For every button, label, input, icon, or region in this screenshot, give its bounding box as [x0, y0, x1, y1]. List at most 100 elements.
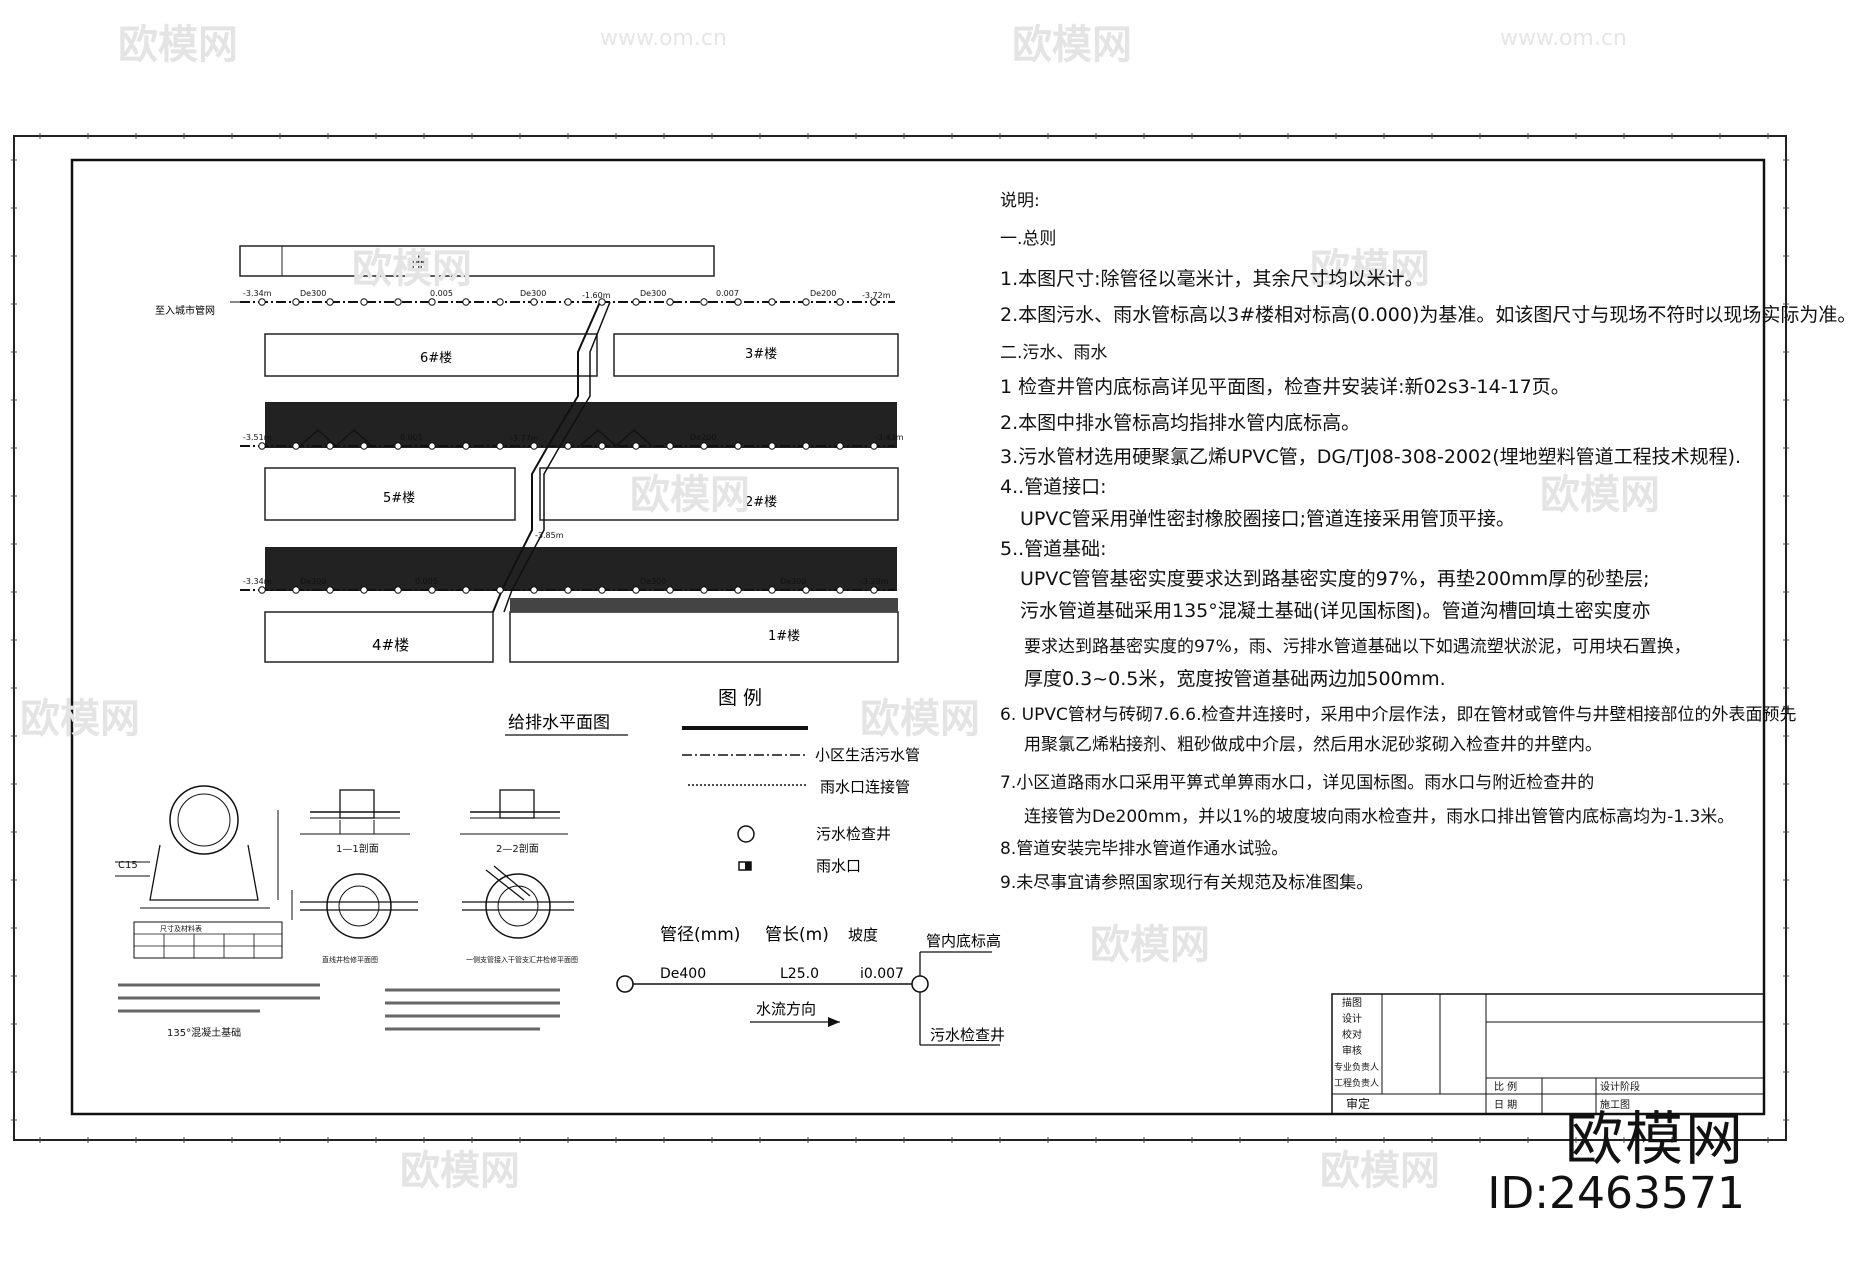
manhole-icon: [666, 586, 674, 594]
pipe-label: De300: [780, 577, 806, 586]
caption-135: 135°混凝土基础: [167, 1026, 241, 1039]
manholes: [258, 298, 878, 594]
manhole-icon: [292, 298, 300, 306]
manhole-icon: [836, 442, 844, 450]
manhole-icon: [530, 586, 538, 594]
manhole-icon: [666, 442, 674, 450]
pipe-label: 0.007: [716, 289, 739, 298]
manhole-icon: [258, 298, 266, 306]
legend: 图 例 小区生活污水管 雨水口连接管 污水检查井 雨水口: [682, 687, 920, 875]
tb-row-label: 工程负责人: [1334, 1077, 1379, 1089]
tb-approve: 审定: [1346, 1096, 1370, 1111]
pipe-example-value: i0.007: [860, 966, 904, 982]
section-2-label: 2—2剖面: [496, 842, 539, 855]
manhole-icon: [564, 442, 572, 450]
note-line: 连接管为De200mm，并以1%的坡度坡向雨水检查井，雨水口排出管管内底标高均为…: [1024, 807, 1735, 827]
manhole-icon: [700, 298, 708, 306]
manhole-icon: [326, 298, 334, 306]
manhole-icon: [258, 442, 266, 450]
building-4: 4#楼: [372, 636, 409, 654]
elev-label: -3.43m: [875, 433, 904, 442]
elev-label: -3.77m: [510, 434, 539, 443]
tb-stage: 设计阶段: [1600, 1080, 1640, 1093]
elev-label: -1.60m: [582, 291, 611, 300]
section-1-label: 1—1剖面: [336, 842, 379, 855]
note-line: 1 检查井管内底标高详见平面图，检查井安装详:新02s3-14-17页。: [1000, 376, 1570, 398]
manhole-icon: [870, 442, 878, 450]
note-line: UPVC管管基密实度要求达到路基密实度的97%，再垫200mm厚的砂垫层;: [1020, 568, 1650, 590]
pipe-label: De200: [690, 433, 716, 442]
pipe-label: De300: [640, 289, 666, 298]
watermark-brand: 欧模网: [1540, 472, 1660, 518]
tb-stage-value: 施工图: [1600, 1098, 1630, 1111]
manhole-icon: [360, 442, 368, 450]
details: [115, 785, 574, 1031]
drainage-plan: 排 6#楼 3#楼 5#楼 2#楼 4#楼 1#楼: [155, 245, 904, 736]
note-line: 用聚氯乙烯粘接剂、粗砂做成中介层，然后用水泥砂浆砌入检查井的井壁内。: [1024, 735, 1602, 755]
building-1: 1#楼: [768, 629, 800, 644]
building-3: 3#楼: [745, 347, 777, 362]
manhole-icon: [530, 442, 538, 450]
drawing-sheet: 排 6#楼 3#楼 5#楼 2#楼 4#楼 1#楼: [11, 133, 1789, 1143]
watermark-brand: 欧模网: [860, 696, 980, 742]
manhole-icon: [496, 586, 504, 594]
note-line: 2.本图中排水管标高均指排水管内底标高。: [1000, 412, 1361, 434]
manhole-icon: [598, 298, 606, 306]
tb-row-label: 审核: [1342, 1044, 1362, 1057]
manhole-icon: [564, 586, 572, 594]
note-line: 要求达到路基密实度的97%，雨、污排水管道基础以下如遇流塑状淤泥，可用块石置换，: [1024, 637, 1691, 657]
manhole-icon: [802, 442, 810, 450]
legend-item-label: 雨水口连接管: [820, 778, 910, 796]
building-6: 6#楼: [420, 351, 452, 366]
manhole-icon: [462, 442, 470, 450]
tb-row-label: 专业负责人: [1334, 1061, 1379, 1073]
manhole-icon: [700, 442, 708, 450]
manhole-icon: [666, 298, 674, 306]
tb-scale: 比 例: [1494, 1080, 1517, 1093]
note-line: UPVC管采用弹性密封橡胶圈接口;管道连接采用管顶平接。: [1020, 508, 1516, 530]
elev-label: -3.72m: [862, 291, 891, 300]
manhole-icon: [768, 586, 776, 594]
pipe-label: De200: [810, 289, 836, 298]
manhole-icon: [632, 298, 640, 306]
pipe-example-value: L25.0: [780, 966, 819, 982]
invert-label: 管内底标高: [926, 932, 1001, 950]
note-line: 3.污水管材选用硬聚氯乙烯UPVC管，DG/TJ08-308-2002(埋地塑料…: [1000, 446, 1742, 468]
note-line: 4..管道接口:: [1000, 476, 1107, 498]
manhole-icon: [326, 586, 334, 594]
elev-label: -3.34m: [243, 577, 272, 586]
manhole-icon: [870, 298, 878, 306]
city-pipe-label: 至入城市管网: [155, 304, 215, 317]
plan-title: 给排水平面图: [508, 713, 610, 733]
flow-direction-label: 水流方向: [756, 1000, 816, 1018]
manhole-icon: [360, 298, 368, 306]
pipe-example-header: 管长(m): [765, 925, 829, 945]
manhole-label: 污水检查井: [930, 1026, 1005, 1044]
pipe-label: 0.005: [415, 577, 438, 586]
watermark-brand: 欧模网: [1090, 922, 1210, 968]
watermark-brand: 欧模网: [1012, 22, 1132, 68]
note-line: 二.污水、雨水: [1000, 343, 1108, 363]
notes-title: 说明:: [1000, 191, 1040, 211]
manhole-icon: [258, 586, 266, 594]
note-line: 一.总则: [1000, 229, 1057, 249]
elev-label: -3.34m: [243, 289, 272, 298]
elev-label: -3.51m: [243, 433, 272, 442]
pipe-example: 管径(mm) 管长(m) 坡度 De400 L25.0 i0.007 水流方向 …: [616, 925, 1005, 1046]
manhole-icon: [836, 298, 844, 306]
note-line: 1.本图尺寸:除管径以毫米计，其余尺寸均以米计。: [1000, 268, 1424, 290]
stamp-brand: 欧模网: [1564, 1105, 1745, 1173]
manhole-icon: [292, 442, 300, 450]
manhole-icon: [462, 586, 470, 594]
manhole-icon: [326, 442, 334, 450]
plan-header-cell: 排: [410, 254, 425, 272]
tb-row-label: 设计: [1342, 1012, 1362, 1025]
tb-date: 日 期: [1494, 1099, 1517, 1111]
note-line: 5..管道基础:: [1000, 538, 1107, 560]
note-line: 9.未尽事宜请参照国家现行有关规范及标准图集。: [1000, 873, 1374, 893]
watermark-url: www.om.cn: [600, 26, 727, 51]
elev-label: -3.28m: [860, 577, 889, 586]
note-line: 6. UPVC管材与砖砌7.6.6.检查井连接时，采用中介层作法，即在管材或管件…: [1000, 705, 1797, 725]
manhole-icon: [530, 298, 538, 306]
manhole-icon: [598, 586, 606, 594]
